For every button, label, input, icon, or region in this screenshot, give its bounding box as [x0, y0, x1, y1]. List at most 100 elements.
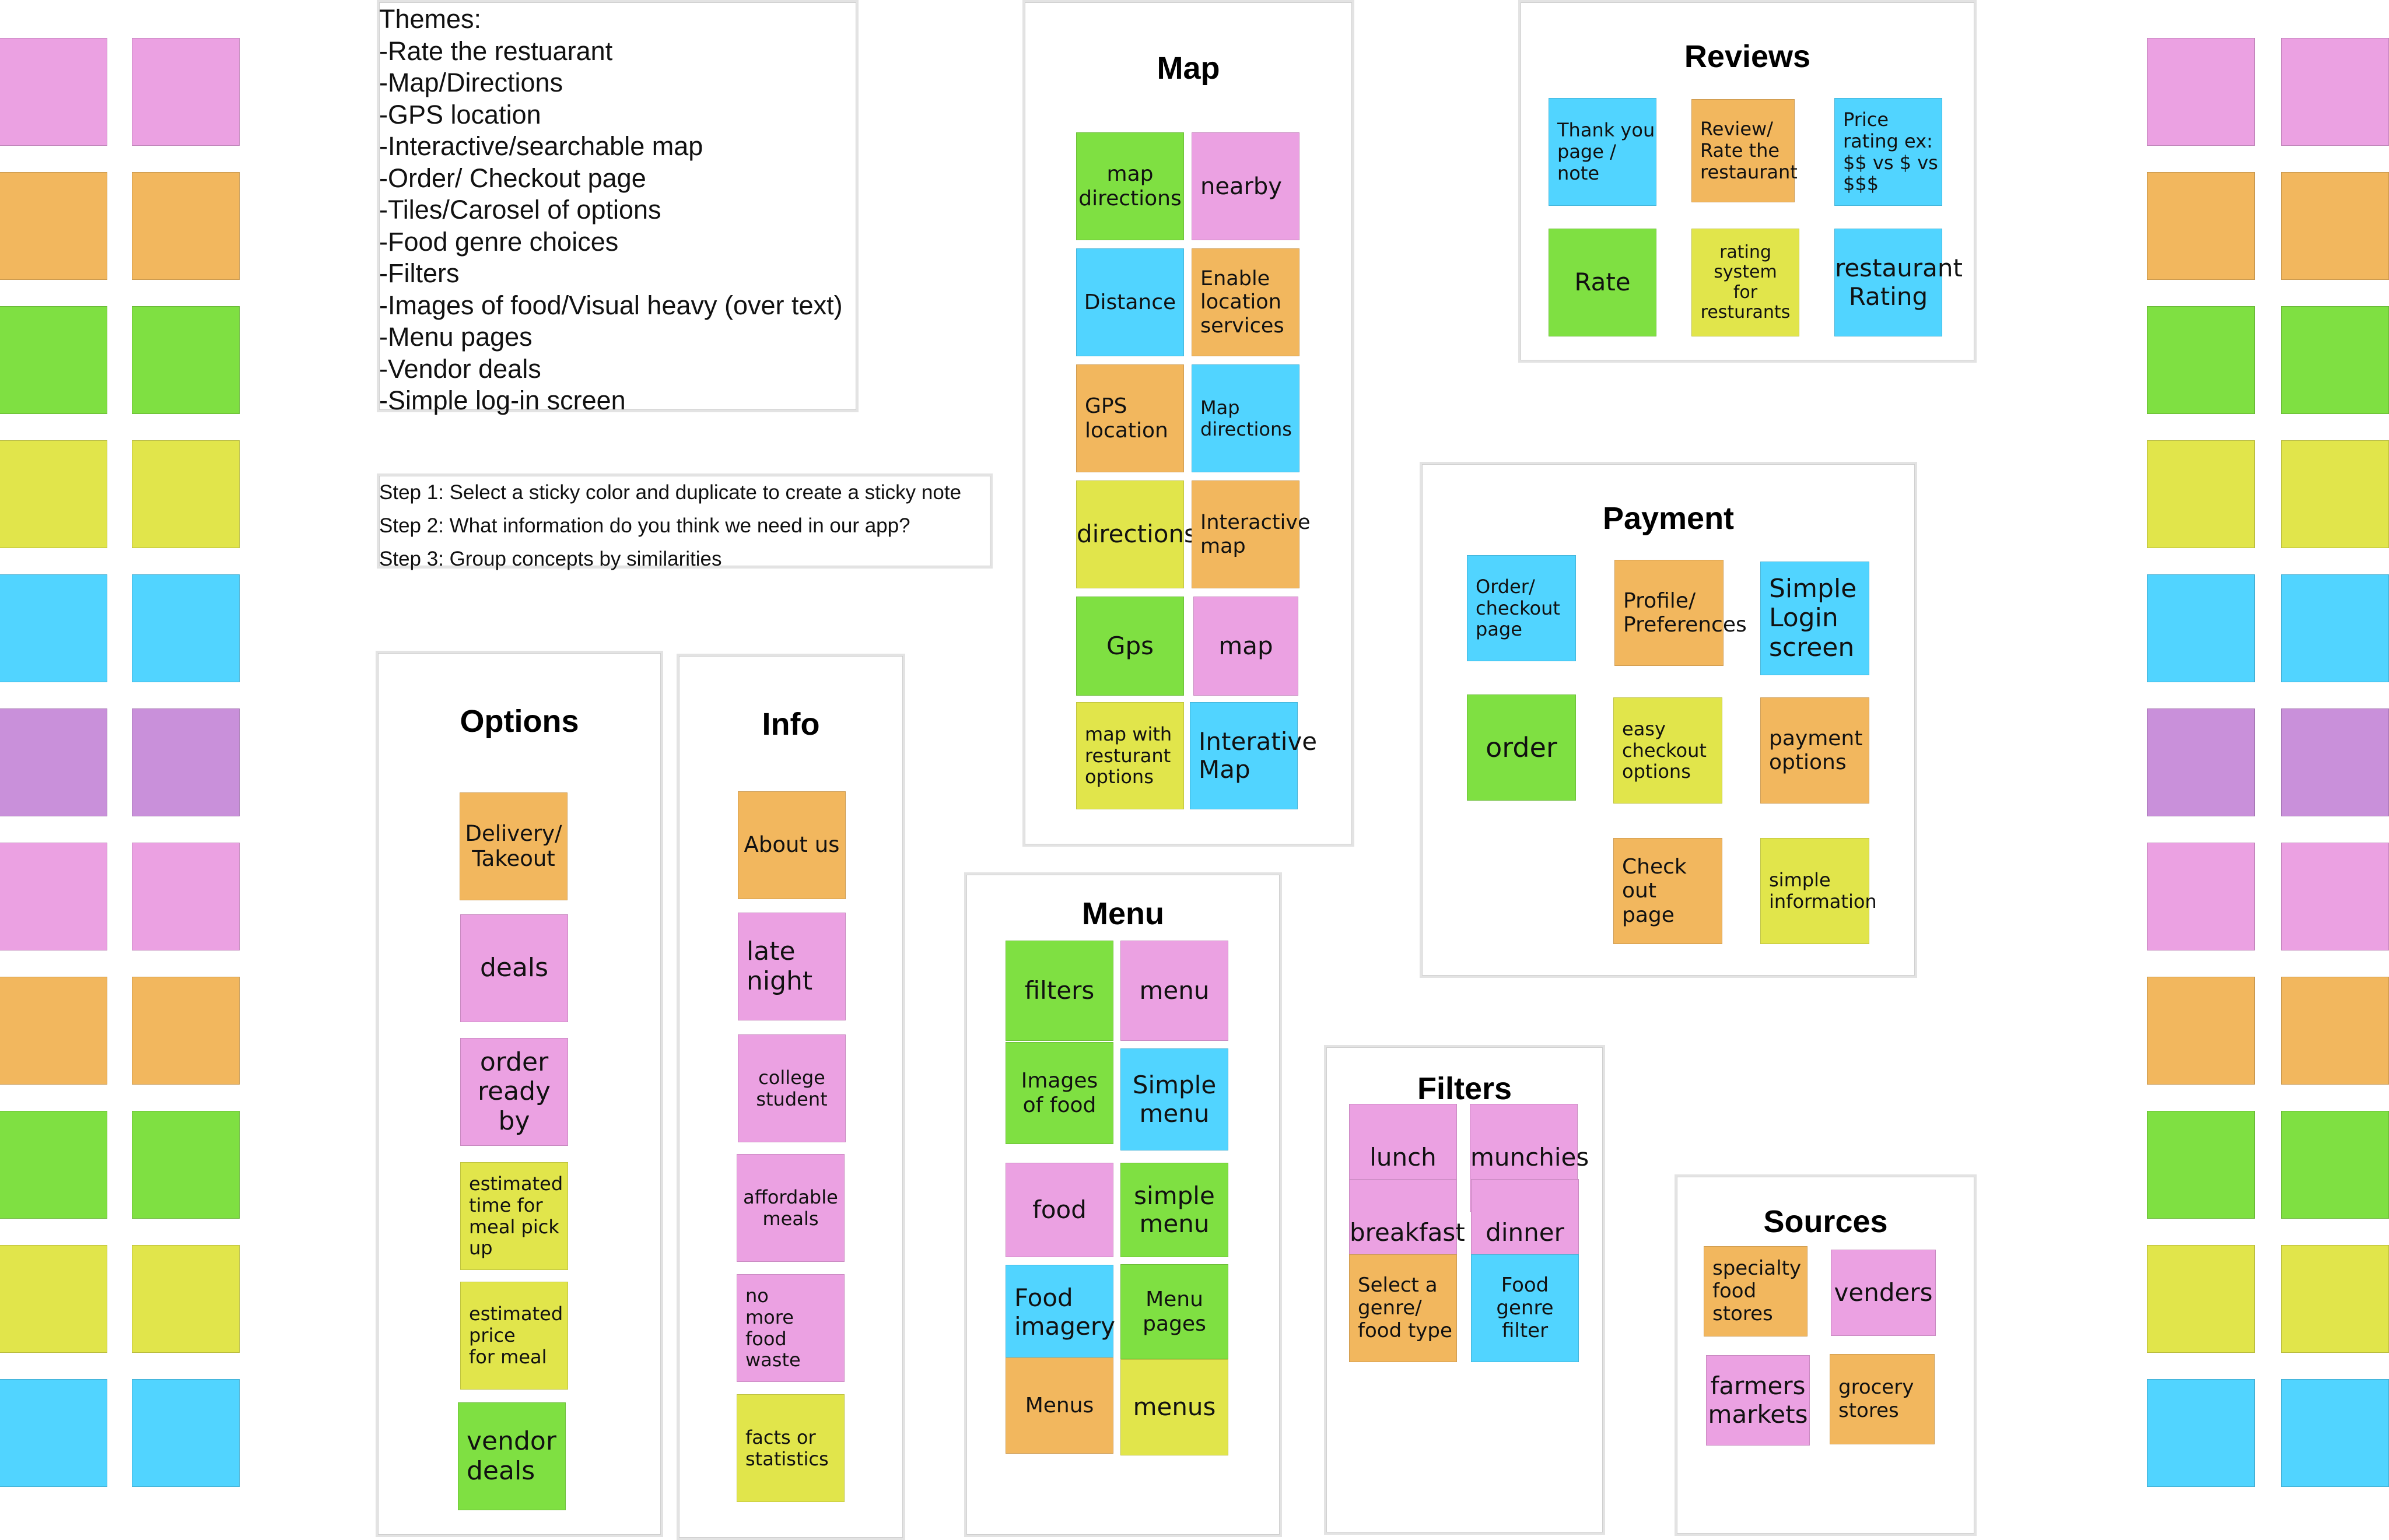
sticky-note[interactable]: food — [1006, 1163, 1113, 1257]
palette-swatch-yellow[interactable] — [132, 1245, 240, 1353]
sticky-note[interactable]: Interative Map — [1190, 702, 1317, 809]
sticky-note[interactable]: Simple Login screen — [1760, 562, 1869, 675]
palette-swatch-green[interactable] — [132, 306, 240, 414]
sticky-note[interactable]: Delivery/ Takeout — [460, 792, 568, 900]
palette-swatch-blue[interactable] — [2281, 1379, 2389, 1487]
sticky-note[interactable]: vendor deals — [458, 1402, 566, 1510]
sticky-note[interactable]: Menus — [1006, 1357, 1113, 1454]
sticky-note[interactable]: order ready by — [460, 1038, 568, 1146]
sticky-note[interactable]: simple information — [1760, 838, 1877, 944]
instructions-textbox[interactable]: Step 1: Select a sticky color and duplic… — [377, 473, 993, 570]
palette-swatch-purple[interactable] — [0, 708, 107, 816]
palette-swatch-orange[interactable] — [2147, 977, 2255, 1085]
palette-swatch-yellow[interactable] — [132, 440, 240, 548]
sticky-note[interactable]: Rate — [1549, 229, 1656, 336]
sticky-note[interactable]: Distance — [1076, 248, 1184, 356]
sticky-note[interactable]: menus — [1120, 1359, 1228, 1455]
palette-swatch-yellow[interactable] — [2281, 440, 2389, 548]
sticky-note[interactable]: map — [1193, 597, 1298, 696]
palette-swatch-orange[interactable] — [2281, 977, 2389, 1085]
sticky-note[interactable]: map with resturant options — [1076, 702, 1184, 809]
palette-swatch-pink[interactable] — [132, 843, 240, 950]
palette-swatch-yellow[interactable] — [2281, 1245, 2389, 1353]
sticky-note[interactable]: Enable location services — [1192, 248, 1299, 356]
sticky-note[interactable]: Select a genre/ food type — [1349, 1254, 1457, 1362]
sticky-note[interactable]: Check out page — [1613, 838, 1722, 944]
palette-swatch-pink[interactable] — [0, 38, 107, 146]
palette-swatch-yellow[interactable] — [2147, 440, 2255, 548]
palette-swatch-blue[interactable] — [0, 574, 107, 682]
sticky-note[interactable]: deals — [460, 914, 568, 1022]
palette-swatch-blue[interactable] — [2281, 574, 2389, 682]
sticky-note[interactable]: Images of food — [1006, 1042, 1113, 1144]
palette-swatch-green[interactable] — [132, 1111, 240, 1219]
palette-swatch-purple[interactable] — [132, 708, 240, 816]
palette-swatch-blue[interactable] — [2147, 1379, 2255, 1487]
palette-swatch-yellow[interactable] — [2147, 1245, 2255, 1353]
sticky-note[interactable]: payment options — [1760, 697, 1869, 804]
sticky-note[interactable]: Profile/ Preferences — [1614, 560, 1747, 666]
palette-swatch-orange[interactable] — [0, 172, 107, 280]
sticky-note[interactable]: rating system for resturants — [1691, 229, 1799, 336]
sticky-note[interactable]: Interactive map — [1192, 480, 1311, 588]
palette-swatch-purple[interactable] — [2147, 708, 2255, 816]
palette-swatch-blue[interactable] — [132, 574, 240, 682]
palette-swatch-pink[interactable] — [132, 38, 240, 146]
palette-swatch-green[interactable] — [2281, 1111, 2389, 1219]
sticky-note[interactable]: estimated price for meal — [460, 1282, 568, 1390]
palette-swatch-blue[interactable] — [2147, 574, 2255, 682]
palette-swatch-blue[interactable] — [132, 1379, 240, 1487]
sticky-note[interactable]: Price rating ex: $$ vs $ vs $$$ — [1834, 98, 1942, 206]
palette-swatch-blue[interactable] — [0, 1379, 107, 1487]
palette-swatch-purple[interactable] — [2281, 708, 2389, 816]
palette-swatch-green[interactable] — [2147, 1111, 2255, 1219]
sticky-note[interactable]: estimated time for meal pick up — [460, 1162, 568, 1270]
palette-swatch-orange[interactable] — [132, 172, 240, 280]
themes-textbox[interactable]: Themes: -Rate the restuarant -Map/Direct… — [377, 0, 859, 415]
sticky-note[interactable]: Order/ checkout page — [1467, 555, 1576, 661]
palette-swatch-pink[interactable] — [2281, 843, 2389, 950]
palette-swatch-green[interactable] — [2281, 306, 2389, 414]
palette-swatch-yellow[interactable] — [0, 440, 107, 548]
palette-swatch-orange[interactable] — [2281, 172, 2389, 280]
sticky-note[interactable]: About us — [738, 791, 846, 899]
sticky-note[interactable]: venders — [1831, 1250, 1936, 1336]
palette-swatch-pink[interactable] — [2147, 38, 2255, 146]
sticky-note[interactable]: Simple menu — [1120, 1048, 1228, 1150]
sticky-note[interactable]: GPS location — [1076, 364, 1184, 472]
palette-swatch-green[interactable] — [0, 306, 107, 414]
sticky-note[interactable]: farmers markets — [1706, 1355, 1810, 1446]
sticky-note[interactable]: no more food waste — [737, 1274, 845, 1382]
sticky-note[interactable]: order — [1467, 694, 1576, 801]
sticky-note[interactable]: Review/ Rate the restaurant — [1691, 99, 1798, 202]
sticky-note[interactable]: nearby — [1192, 132, 1299, 240]
sticky-note[interactable]: facts or statistics — [737, 1394, 845, 1502]
palette-swatch-pink[interactable] — [2147, 843, 2255, 950]
sticky-note[interactable]: college student — [738, 1034, 846, 1142]
sticky-note[interactable]: Gps — [1076, 597, 1184, 696]
sticky-note[interactable]: map directions — [1076, 132, 1184, 240]
sticky-note[interactable]: Thank you page / note — [1549, 98, 1656, 206]
palette-swatch-orange[interactable] — [2147, 172, 2255, 280]
sticky-note[interactable]: simple menu — [1120, 1163, 1228, 1257]
sticky-note[interactable]: filters — [1006, 941, 1113, 1041]
sticky-note[interactable]: late night — [738, 913, 846, 1020]
sticky-note[interactable]: specialty food stores — [1704, 1246, 1807, 1336]
palette-swatch-green[interactable] — [0, 1111, 107, 1219]
sticky-note[interactable]: Food imagery — [1006, 1265, 1115, 1360]
sticky-note[interactable]: menu — [1120, 941, 1228, 1041]
palette-swatch-pink[interactable] — [2281, 38, 2389, 146]
sticky-note[interactable]: Food genre filter — [1471, 1254, 1579, 1362]
palette-swatch-orange[interactable] — [132, 977, 240, 1085]
palette-swatch-green[interactable] — [2147, 306, 2255, 414]
sticky-note[interactable]: Map directions — [1192, 364, 1299, 472]
palette-swatch-pink[interactable] — [0, 843, 107, 950]
